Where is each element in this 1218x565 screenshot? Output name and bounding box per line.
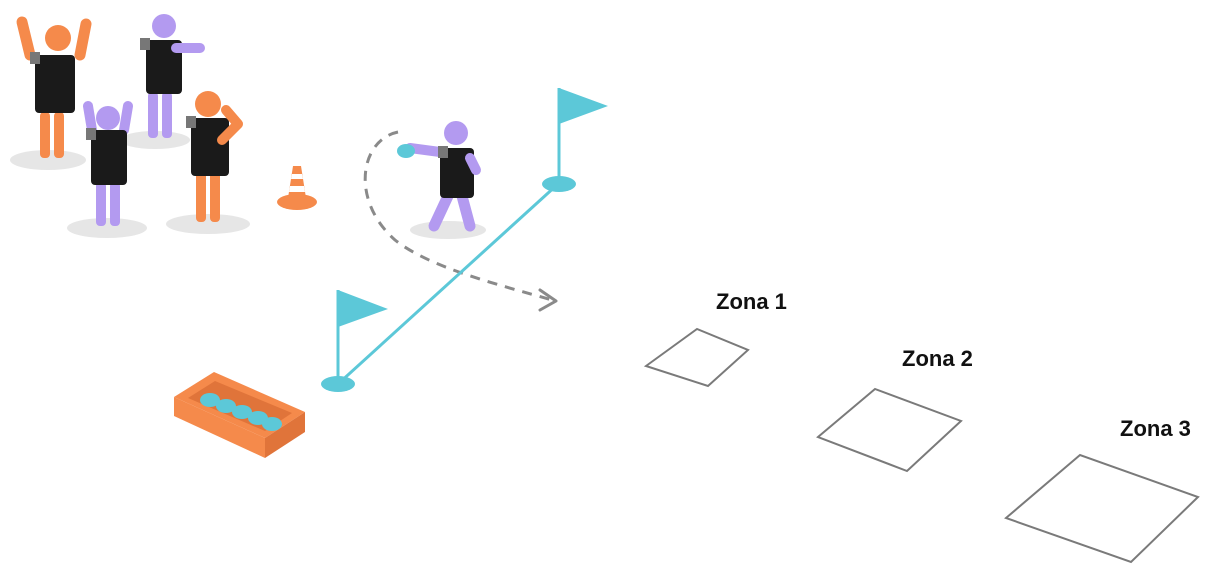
- flag-back: [542, 88, 608, 192]
- waiting-player-purple-2: [83, 101, 133, 226]
- waiting-player-orange-2: [186, 91, 243, 222]
- throw-line: [336, 182, 560, 386]
- target-zone-1: [643, 327, 750, 388]
- target-zone-3: [1004, 453, 1200, 564]
- zone-2-label: Zona 2: [902, 346, 973, 371]
- ground-shadows: [10, 131, 486, 239]
- zone-1-label: Zona 1: [716, 289, 787, 314]
- flag-front: [321, 290, 388, 392]
- throwing-player: [405, 121, 481, 232]
- trajectory-arrowhead-icon: [538, 288, 558, 312]
- target-zone-2: [816, 387, 963, 473]
- thrown-ball: [397, 144, 415, 158]
- balls-in-box: [200, 393, 282, 431]
- waiting-player-orange-1: [16, 16, 92, 158]
- waiting-player-purple-1: [140, 14, 205, 138]
- throw-trajectory: [363, 130, 553, 302]
- zone-3-label: Zona 3: [1120, 416, 1191, 441]
- traffic-cone: [277, 166, 317, 210]
- ball-box: [174, 372, 305, 458]
